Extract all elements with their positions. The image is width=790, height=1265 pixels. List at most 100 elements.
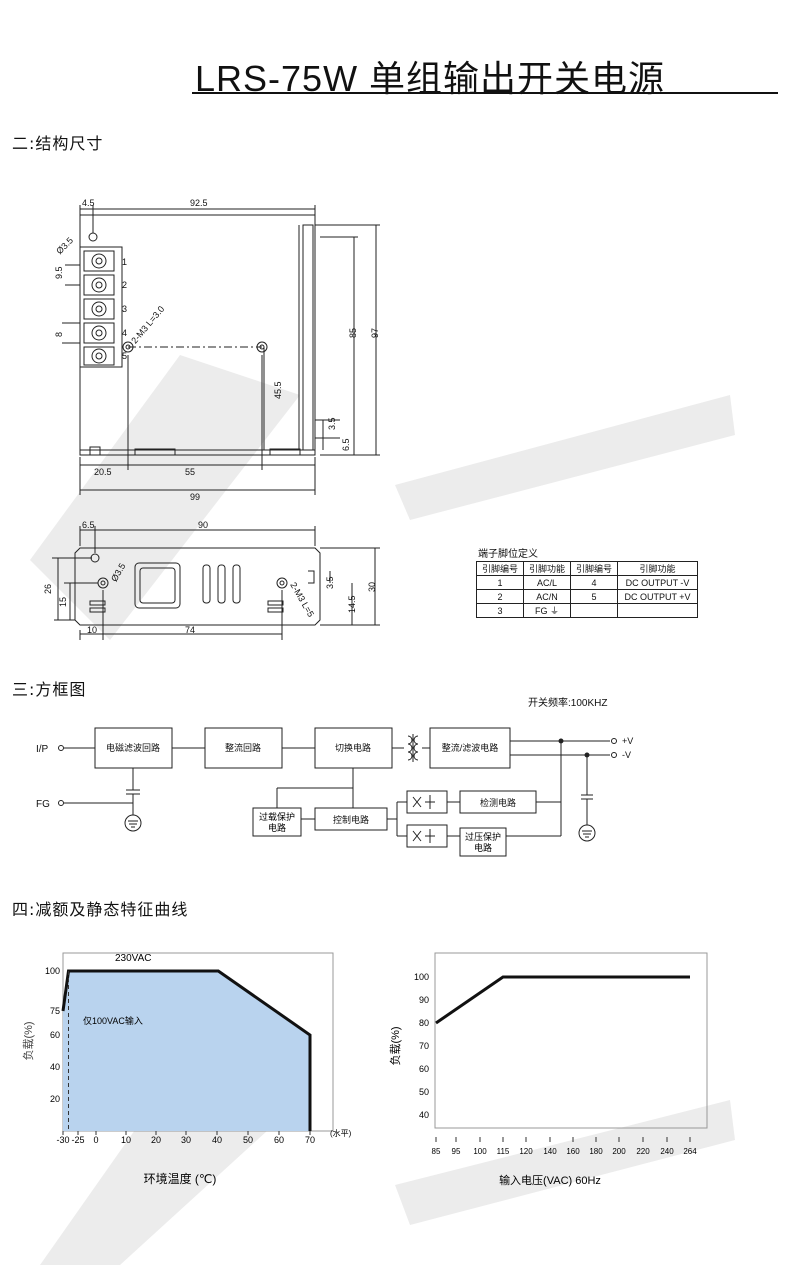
y-tick-75: 75	[50, 1006, 60, 1016]
side-dim-30: 30	[367, 582, 377, 592]
dim-85: 85	[348, 328, 358, 338]
side-dim-10: 10	[87, 625, 97, 635]
static-ylabel: 负载(%)	[388, 1026, 402, 1065]
y-tick-100: 100	[414, 972, 429, 982]
y-tick-90: 90	[419, 995, 429, 1005]
switching-label: 切换电路	[335, 742, 371, 753]
derating-chart: 100 75 60 40 20 -30-25 0 10 20 30 40 50 60 70 230VAC…	[21, 952, 352, 1186]
curve-label-230vac: 230VAC	[115, 953, 152, 964]
static-curve	[435, 975, 690, 1025]
pin-label-5: 5	[122, 351, 127, 361]
derating-xlabel: 环境温度 (℃)	[144, 1171, 217, 1186]
dim-20-5: 20.5	[94, 467, 112, 477]
vplus-label: +V	[622, 736, 633, 746]
x-tick-0: 0	[93, 1135, 98, 1145]
pin-table-caption: 端子脚位定义	[478, 549, 538, 560]
x-tick--30: -30	[56, 1135, 69, 1145]
side-dim-74: 74	[185, 625, 195, 635]
pin-label-1: 1	[122, 257, 127, 267]
dim-45-5: 45.5	[273, 381, 283, 399]
y-tick-60: 60	[419, 1064, 429, 1074]
x-tick-60: 60	[274, 1135, 284, 1145]
side-screw-label: 2-M3 L=5	[288, 581, 316, 619]
static-plot-frame	[434, 952, 708, 1129]
screw-label: 2-M3 L=3.0	[129, 304, 166, 345]
input-label: I/P	[36, 744, 49, 755]
pin-table: 引脚编号 引脚功能 引脚编号 引脚功能 1 AC/L 4 DC OUTPUT -…	[475, 561, 698, 618]
x-tick-140: 140	[543, 1147, 557, 1156]
output-rectifier-label: 整流/滤波电路	[442, 742, 499, 753]
side-dim-90: 90	[198, 520, 208, 530]
title-rule	[192, 92, 778, 94]
x-tick-120: 120	[519, 1147, 533, 1156]
y-tick-100: 100	[45, 966, 60, 976]
detect-label: 检测电路	[480, 797, 516, 808]
dim-99: 99	[190, 492, 200, 502]
switch-frequency: 开关频率:100KHZ	[528, 696, 607, 709]
terminal-screws	[83, 250, 115, 366]
side-dim-3-5: 3.5	[325, 576, 335, 589]
y-tick-70: 70	[419, 1041, 429, 1051]
y-tick-50: 50	[419, 1087, 429, 1097]
rectifier-label: 整流回路	[225, 742, 261, 753]
dim-55: 55	[185, 467, 195, 477]
pin-label-4: 4	[122, 328, 127, 338]
x-tick-100: 100	[473, 1147, 487, 1156]
side-view-drawing: 6.5 90 26 15 Ø3.5 2-M3 L=5 3.5 14.5 30 1…	[43, 520, 380, 640]
fg-label: FG	[36, 799, 50, 810]
top-view-drawing: 4.5 92.5 Ø3.5 9.5 8 85 97 45.5 3.5 6.5 2…	[54, 198, 380, 502]
table-row: 1 AC/L 4 DC OUTPUT -V	[475, 575, 698, 590]
emi-filter-label: 电磁滤波回路	[106, 742, 160, 753]
y-tick-40: 40	[50, 1062, 60, 1072]
x-tick-180: 180	[589, 1147, 603, 1156]
x-tick-264: 264	[683, 1147, 697, 1156]
dim-92-5: 92.5	[190, 198, 208, 208]
section-block-diagram: 三:方框图	[12, 680, 87, 699]
pin-label-2: 2	[122, 280, 127, 290]
y-tick-20: 20	[50, 1094, 60, 1104]
x-tick-10: 10	[121, 1135, 131, 1145]
y-tick-80: 80	[419, 1018, 429, 1028]
dim-97: 97	[370, 328, 380, 338]
olp-label: 过载保护电路	[259, 811, 295, 833]
x-tick-20: 20	[151, 1135, 161, 1145]
ovp-block	[459, 827, 507, 857]
x-tick-115: 115	[497, 1147, 510, 1156]
vminus-label: -V	[622, 750, 631, 760]
x-tick-30: 30	[181, 1135, 191, 1145]
dim-3-5: 3.5	[327, 417, 337, 430]
table-row: 引脚编号 引脚功能 引脚编号 引脚功能	[475, 561, 698, 576]
x-tick-50: 50	[243, 1135, 253, 1145]
x-unit-label: (水平)	[330, 1128, 352, 1138]
block-diagram: 开关频率:100KHZ I/P FG	[36, 696, 633, 857]
side-dim-phi3-5: Ø3.5	[109, 561, 127, 583]
derating-area	[63, 971, 310, 1131]
pin-label-3: 3	[122, 304, 127, 314]
x-tick--25: -25	[71, 1135, 84, 1145]
x-tick-85: 85	[432, 1147, 441, 1156]
x-tick-40: 40	[212, 1135, 222, 1145]
x-tick-160: 160	[566, 1147, 580, 1156]
dim-8: 8	[54, 332, 64, 337]
dim-9-5: 9.5	[54, 266, 64, 279]
x-tick-70: 70	[305, 1135, 315, 1145]
x-tick-220: 220	[636, 1147, 650, 1156]
section-curves: 四:减额及静态特征曲线	[12, 900, 189, 919]
y-tick-40: 40	[419, 1110, 429, 1120]
side-dim-15: 15	[58, 597, 68, 607]
x-tick-95: 95	[452, 1147, 461, 1156]
static-chart: 100 90 80 70 60 50 40 85 95 100 115 120 140 160 180 20…	[388, 952, 708, 1187]
x-tick-200: 200	[612, 1147, 626, 1156]
static-xlabel: 输入电压(VAC) 60Hz	[499, 1173, 601, 1187]
dim-4-5: 4.5	[82, 198, 95, 208]
control-label: 控制电路	[333, 814, 369, 825]
derating-curve	[61, 969, 312, 1131]
side-dim-26: 26	[43, 584, 53, 594]
section-structure: 二:结构尺寸	[12, 134, 104, 153]
note-100vac: 仅100VAC输入	[83, 1015, 143, 1026]
dim-6-5: 6.5	[341, 438, 351, 451]
y-tick-60: 60	[50, 1030, 60, 1040]
derating-ylabel: 负载(%)	[21, 1021, 35, 1060]
table-row: 3 FG ⏚	[475, 603, 698, 618]
x-tick-240: 240	[660, 1147, 674, 1156]
